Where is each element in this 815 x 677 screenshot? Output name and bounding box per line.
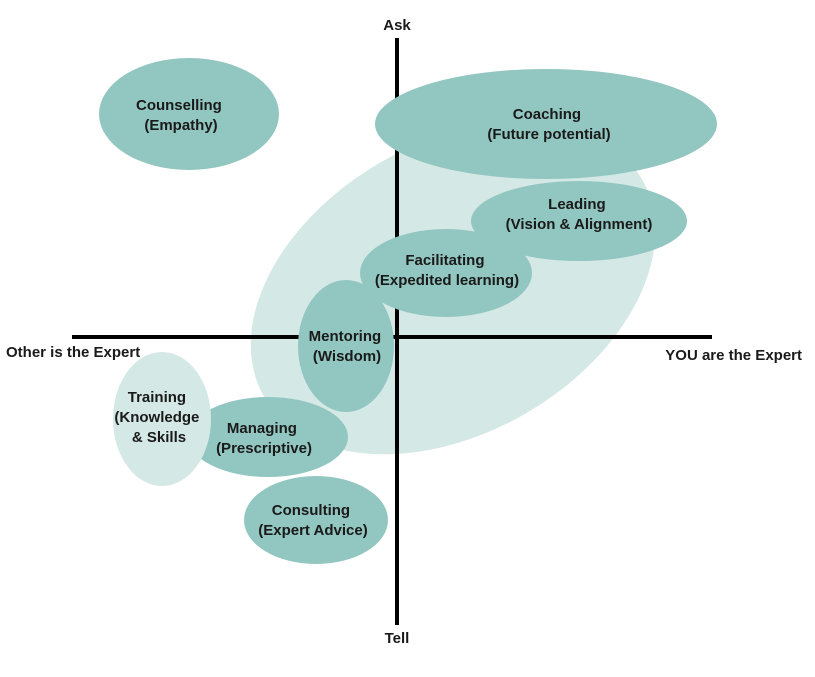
bubble-managing [188, 397, 348, 477]
label-consulting: Consulting (Expert Advice) [258, 502, 367, 539]
label-leading: Leading (Vision & Alignment) [506, 196, 653, 233]
bubble-consulting [244, 476, 388, 564]
axis-label-other-expert: Other is the Expert [6, 344, 140, 361]
bubble-coaching [375, 69, 717, 179]
bubble-mentoring [298, 280, 394, 412]
label-counselling: Counselling (Empathy) [136, 97, 226, 134]
axis-label-ask: Ask [383, 17, 411, 34]
label-mentoring: Mentoring (Wisdom) [309, 328, 386, 365]
bubble-training [113, 352, 211, 486]
bubble-facilitating [360, 229, 532, 317]
axis-label-you-expert: YOU are the Expert [665, 347, 802, 364]
label-training: Training (Knowledge & Skills [114, 389, 203, 446]
label-managing: Managing (Prescriptive) [216, 420, 312, 457]
bubble-leading [471, 181, 687, 261]
bubble-counselling [99, 58, 279, 170]
label-facilitating: Facilitating (Expedited learning) [375, 252, 519, 289]
label-coaching: Coaching (Future potential) [487, 106, 610, 143]
axis-label-tell: Tell [385, 630, 410, 647]
